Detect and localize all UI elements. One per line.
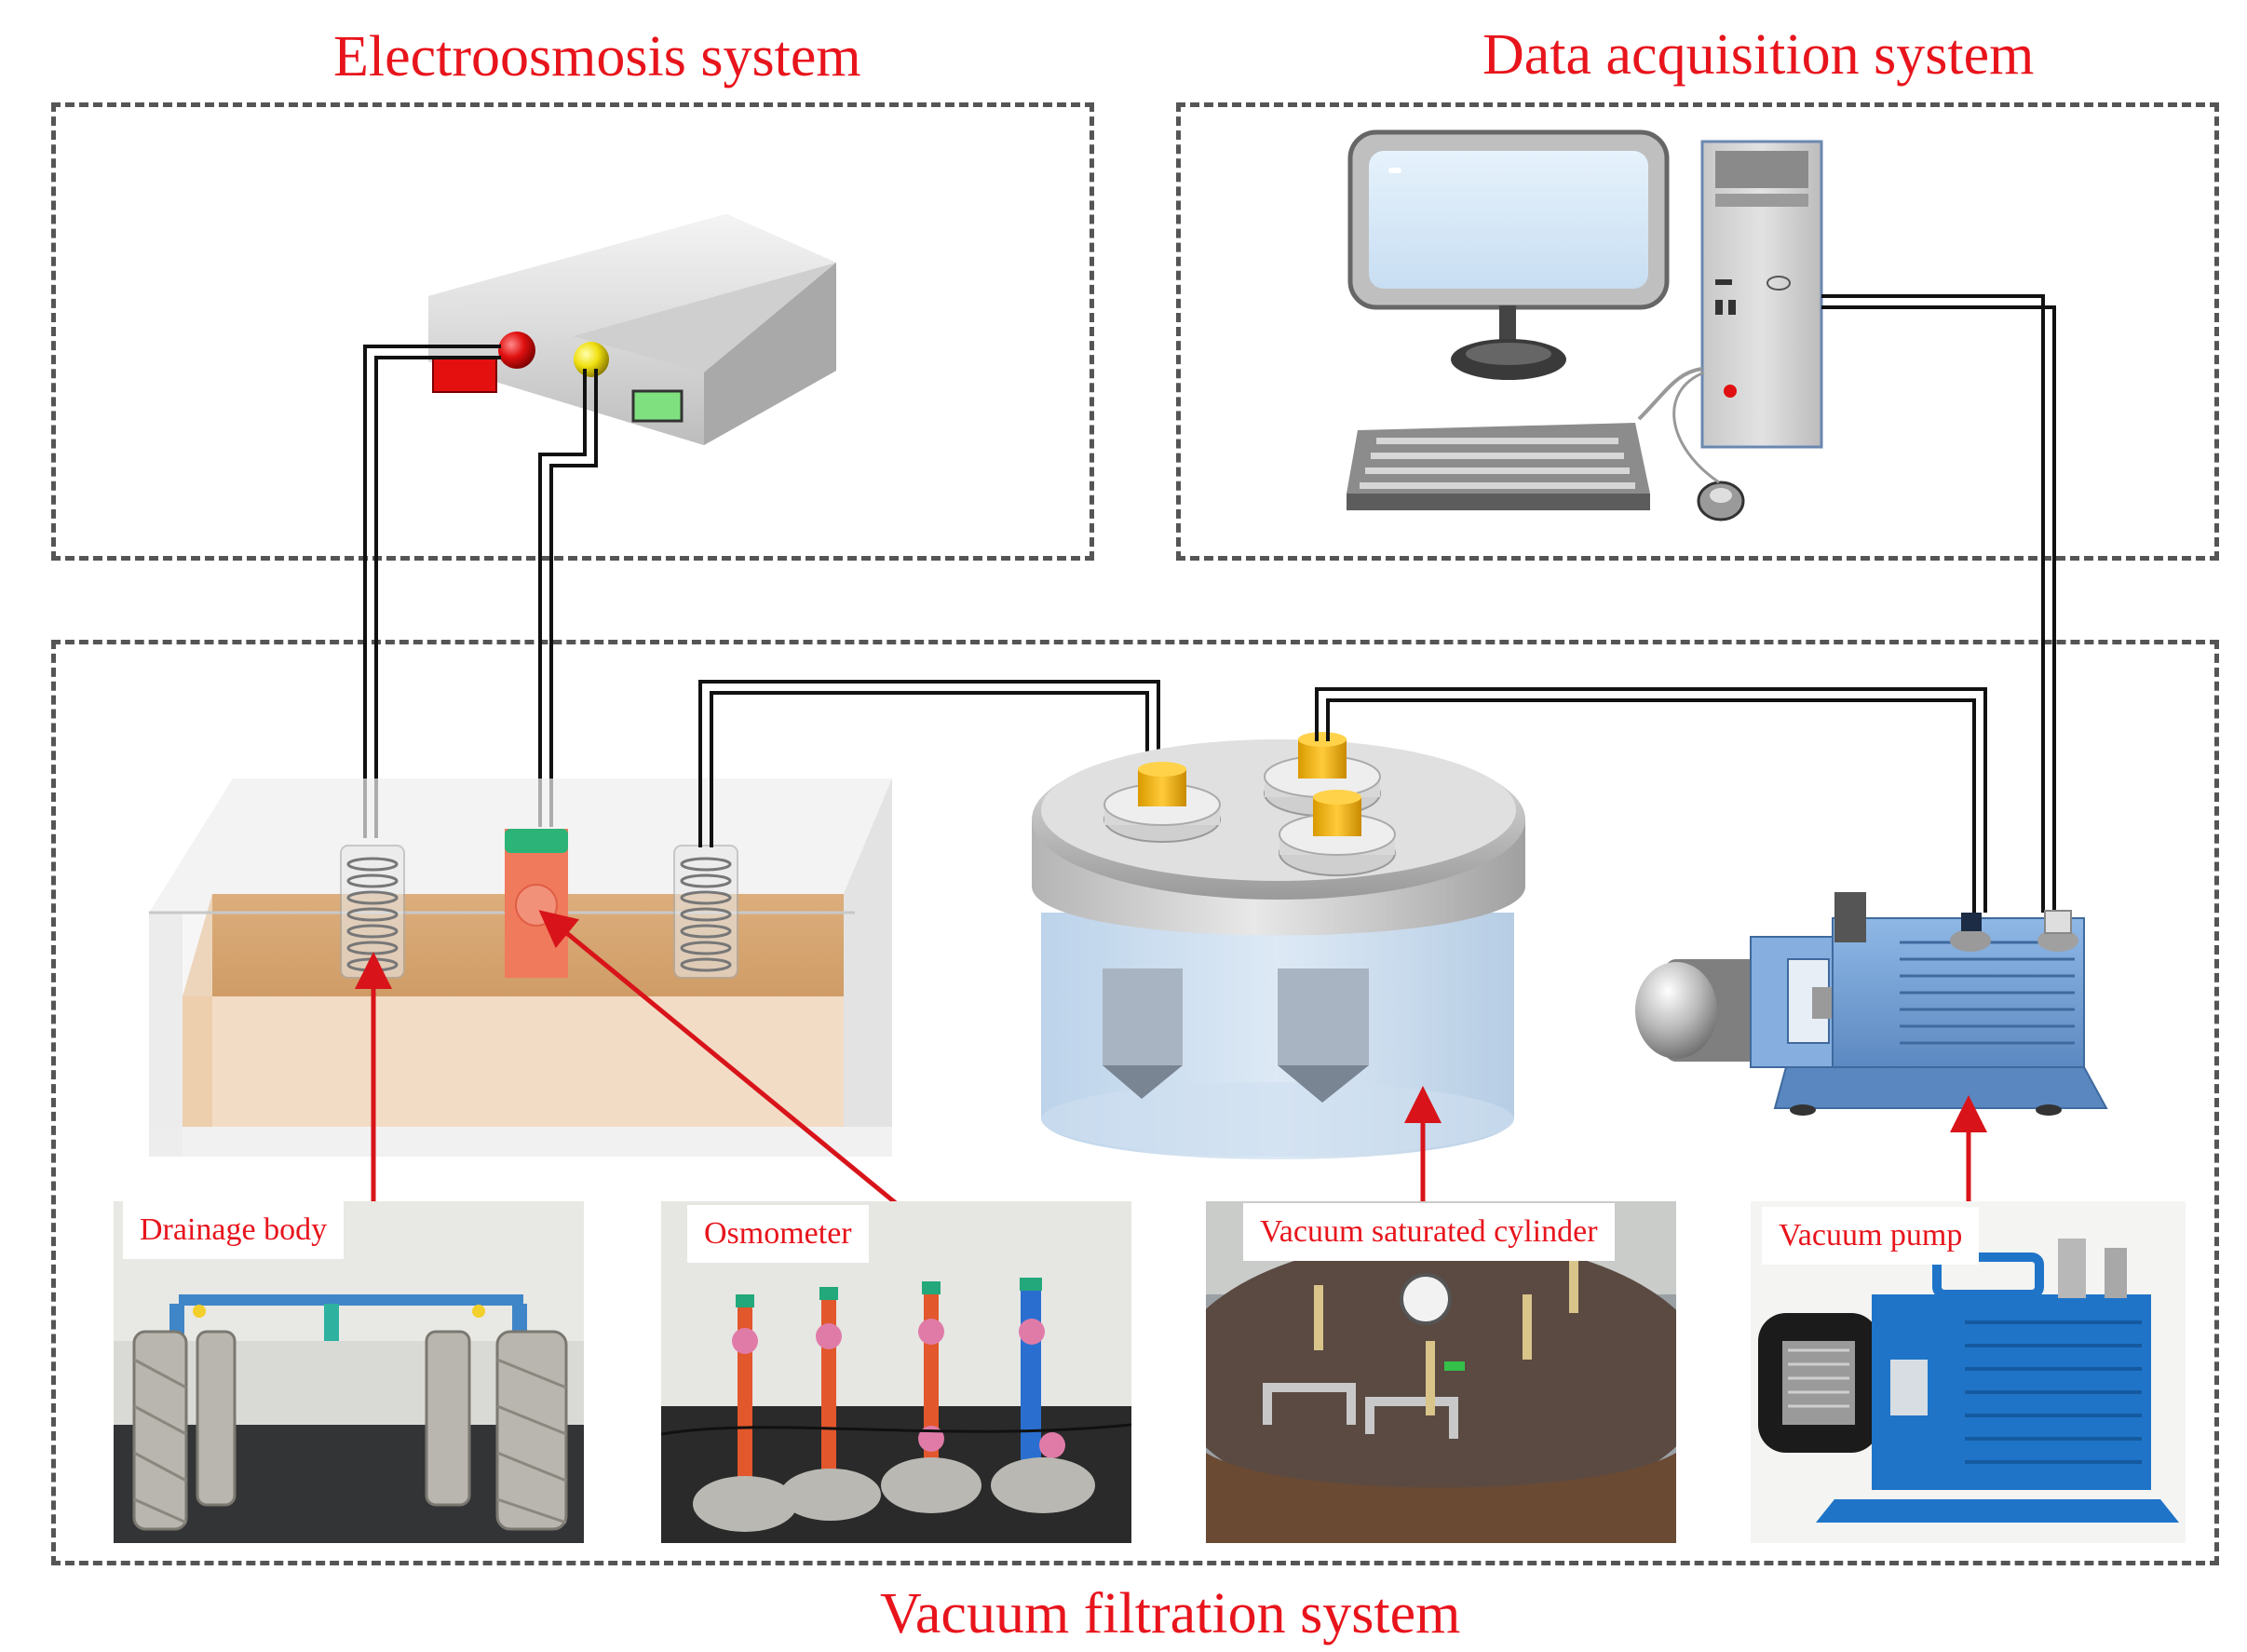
power-display-icon: [432, 358, 497, 393]
vacuum-pipe-2: [1315, 687, 1987, 913]
vacuum-pipe-1: [698, 680, 1160, 847]
anode-spring-icon: [340, 845, 405, 979]
keyboard-icon: [1360, 438, 1635, 489]
cylinder-valve-3: [1279, 790, 1396, 876]
drainage-body-photo: Drainage body: [114, 1201, 584, 1543]
cathode-spring-icon: [673, 845, 738, 979]
pressure-gauge-icon: [1400, 1273, 1452, 1325]
data-acquisition-system-box: [1176, 102, 2219, 561]
vacuum-filtration-system-box: [51, 640, 2219, 1565]
pc-tower-icon: [1700, 140, 1823, 449]
vacuum-cylinder-label: Vacuum saturated cylinder: [1243, 1203, 1615, 1261]
cylinder-valve-1: [1103, 762, 1221, 843]
dc-power-supply: [428, 214, 836, 445]
data-acquisition-system-title: Data acquisition system: [1482, 23, 2035, 87]
data-cable: [1821, 294, 2056, 913]
positive-terminal-icon: [498, 332, 535, 369]
vacuum-cylinder-photo: Vacuum saturated cylinder: [1206, 1201, 1676, 1543]
osmometer-probe-icon: [505, 829, 568, 978]
negative-terminal-icon: [574, 342, 609, 377]
electrode-wires: [363, 345, 598, 838]
drainage-body-label: Drainage body: [123, 1201, 345, 1259]
pump-handle-icon: [1834, 892, 1866, 942]
electroosmosis-system-title: Electroosmosis system: [333, 25, 861, 88]
callout-arrows: [355, 910, 1987, 1205]
vacuum-pump-photo: Vacuum pump: [1751, 1201, 2186, 1543]
osmometer-label: Osmometer: [687, 1205, 869, 1263]
vacuum-filtration-system-title: Vacuum filtration system: [880, 1582, 1461, 1645]
vacuum-pump-label: Vacuum pump: [1762, 1207, 1980, 1265]
vacuum-pump: [1635, 892, 2108, 1116]
soil-tank: [149, 779, 892, 1157]
osmometer-photo: Osmometer: [661, 1201, 1131, 1543]
computer: [1347, 129, 1823, 521]
electroosmosis-system-box: [51, 102, 1094, 561]
vacuum-cylinder: [1032, 732, 1525, 1159]
power-switch-icon: [631, 389, 684, 423]
